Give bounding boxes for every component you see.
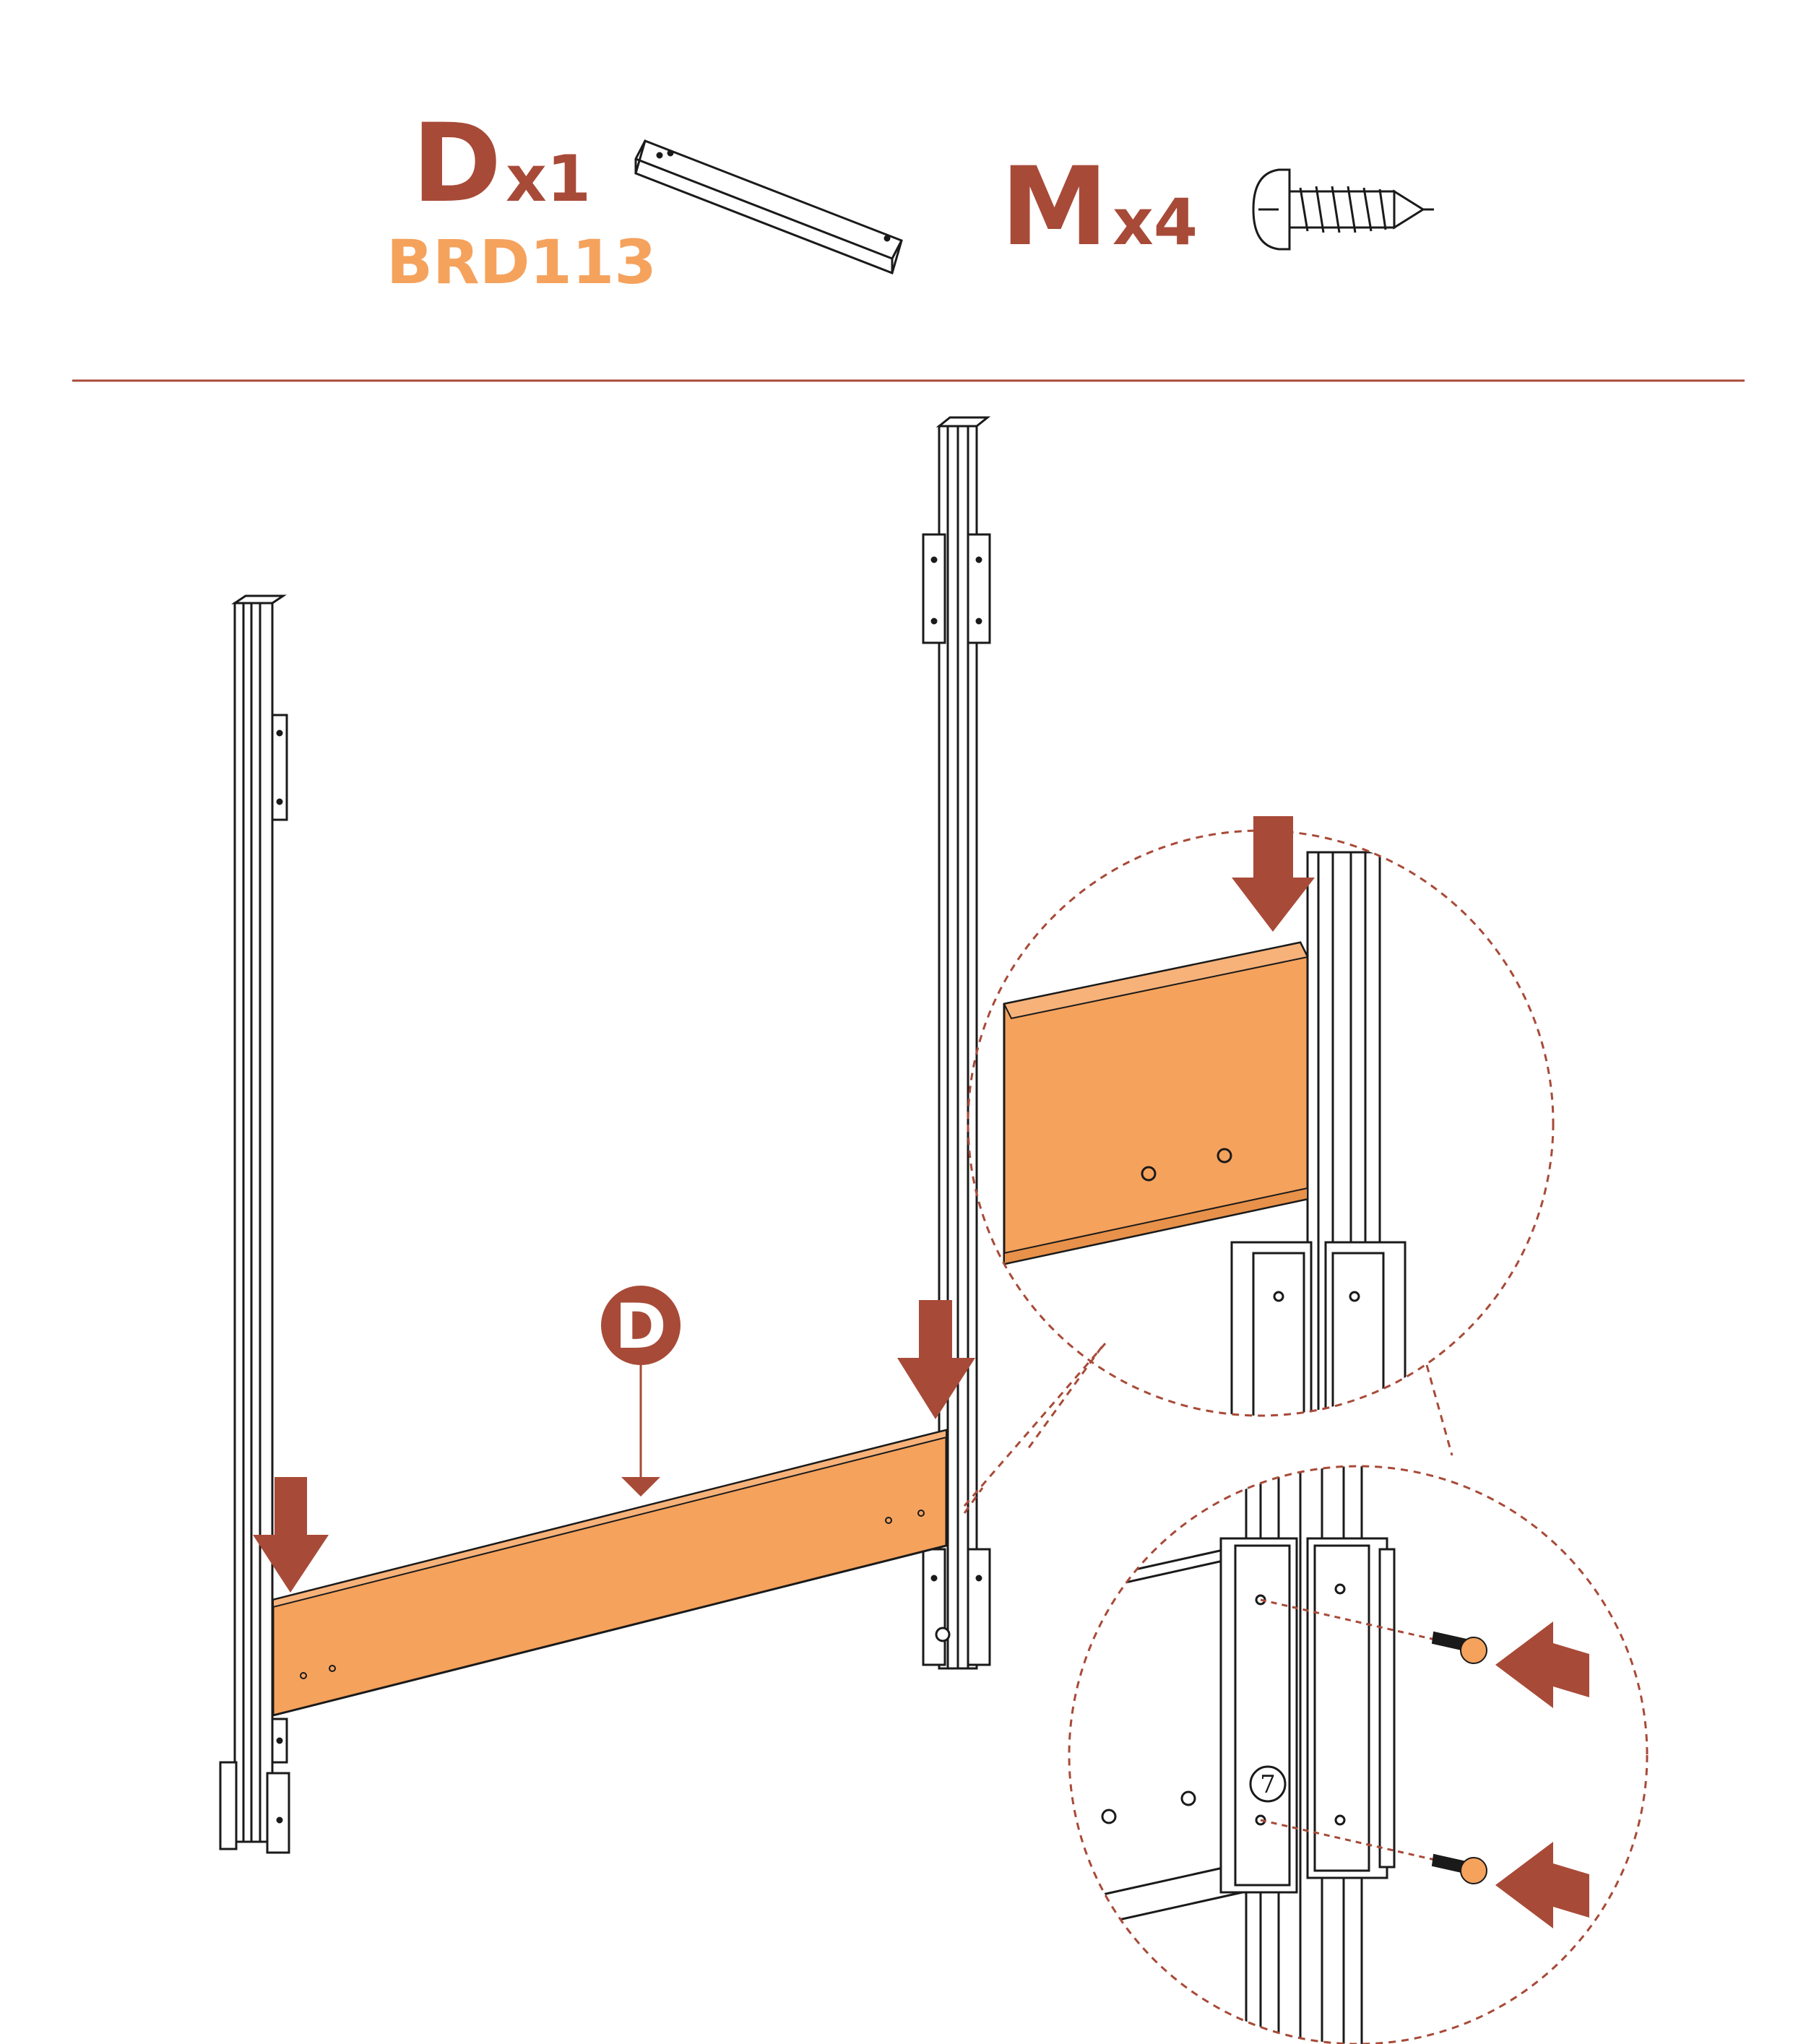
- callout-arrowhead: [621, 1477, 660, 1497]
- zoom-bottom-content: 7: [1069, 1466, 1487, 2044]
- screw-icon: [1252, 168, 1434, 251]
- zoom-top-content: [1003, 851, 1407, 1416]
- down-arrow-icon: [897, 1300, 975, 1419]
- screw-icon: [1431, 1631, 1487, 1664]
- zoom-leader: [963, 1487, 984, 1514]
- zoom-connector: [1425, 1364, 1453, 1456]
- part-code-brd113: BRD113: [386, 227, 657, 298]
- main-assembly: D: [219, 416, 1107, 1854]
- callout-d-badge: [601, 1286, 681, 1365]
- screw-icon: [1431, 1853, 1487, 1884]
- part-qty-d: x1: [506, 142, 591, 216]
- callout-d-label: D: [615, 1291, 666, 1363]
- part-letter-m: M: [1001, 144, 1108, 270]
- part-board-d: D x1 BRD113: [386, 101, 903, 298]
- down-arrow-icon: [253, 1477, 329, 1593]
- zoom-circle-icon: [967, 816, 1555, 1417]
- left-arrow-icon: [1495, 1621, 1589, 1708]
- zoom-leader: [963, 1343, 1107, 1507]
- left-arrow-icon: [1495, 1842, 1589, 1928]
- board-d: [272, 1429, 948, 1717]
- down-arrow-icon: [1232, 816, 1315, 932]
- left-post: [219, 594, 290, 1854]
- part-screw-m: M x4: [1001, 144, 1434, 270]
- part-qty-m: x4: [1112, 185, 1198, 259]
- zoom-connector: [1024, 1346, 1103, 1452]
- callout-d: D: [601, 1286, 681, 1497]
- part-letter-d: D: [412, 101, 502, 227]
- bracket-mark: 7: [1260, 1770, 1276, 1799]
- board-icon: [634, 139, 903, 274]
- parts-legend: D x1 BRD113 M x4: [386, 101, 1434, 298]
- zoom-circle-icon: 7: [1068, 1465, 1649, 2044]
